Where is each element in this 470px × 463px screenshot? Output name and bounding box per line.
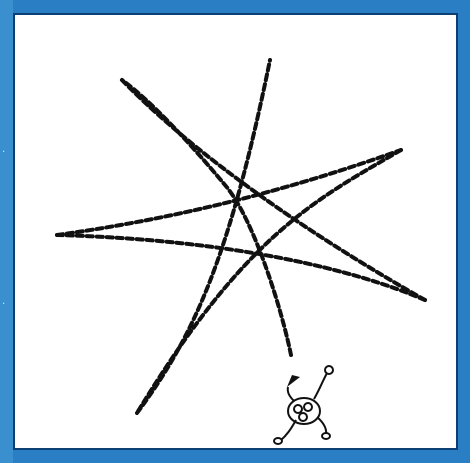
dashed-path-1 — [122, 80, 291, 355]
game-canvas[interactable] — [13, 13, 458, 450]
side-mark-lower: · — [2, 300, 10, 310]
top-down-walking-figure-icon — [274, 366, 333, 444]
side-mark-upper: · — [2, 148, 10, 158]
direction-arrowhead-icon — [287, 375, 300, 387]
path-diagram — [15, 15, 456, 448]
side-strip: · · — [0, 0, 13, 463]
